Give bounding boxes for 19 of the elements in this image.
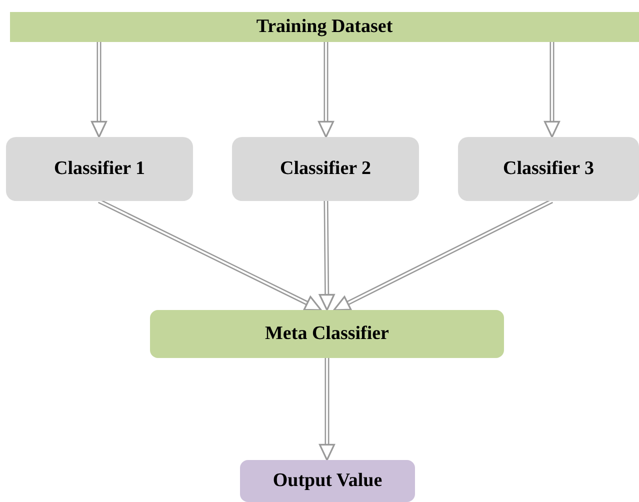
node-label: Classifier 2	[280, 158, 371, 180]
node-label: Training Dataset	[256, 16, 393, 38]
double-arrow	[98, 198, 322, 311]
dataset-bar	[10, 12, 639, 42]
double-arrow	[318, 200, 335, 311]
node-label: Output Value	[272, 470, 382, 492]
node-label: Classifier 1	[54, 158, 145, 180]
output-box	[240, 460, 415, 502]
double-arrow	[318, 41, 334, 138]
double-arrow	[333, 198, 554, 311]
meta-classifier-box	[150, 310, 504, 358]
node-label: Classifier 3	[503, 158, 594, 180]
classifier-box	[458, 137, 639, 201]
double-arrow	[319, 357, 335, 461]
classifier-box	[232, 137, 419, 201]
classifier-box	[6, 137, 193, 201]
double-arrow	[91, 41, 107, 138]
node-label: Meta Classifier	[265, 323, 389, 345]
double-arrow	[544, 41, 560, 138]
